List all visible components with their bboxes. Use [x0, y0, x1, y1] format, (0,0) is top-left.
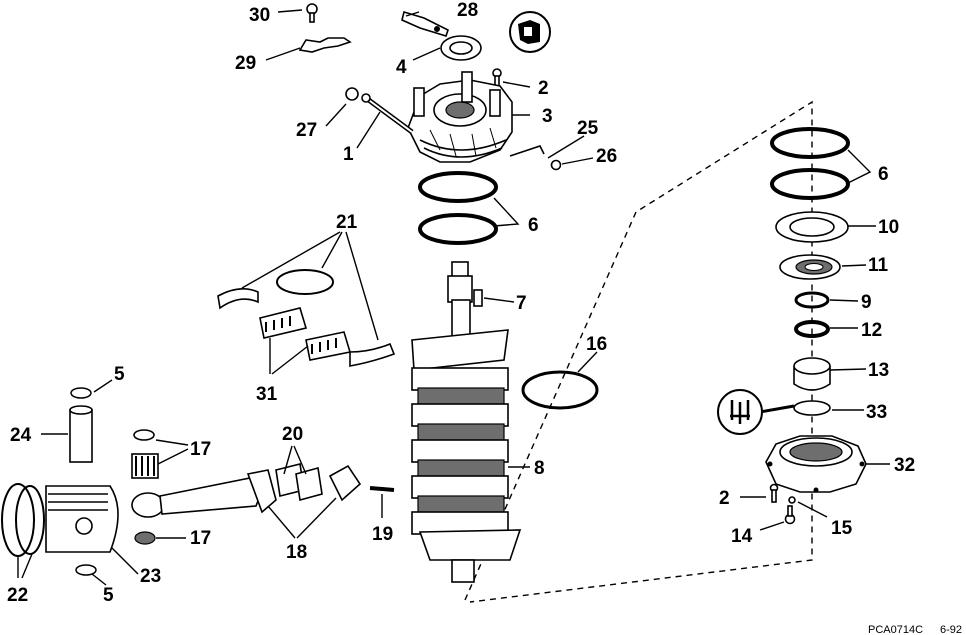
label-6-center: 6: [528, 215, 539, 236]
part-bearing-11: [779, 254, 841, 280]
label-26: 26: [596, 146, 617, 167]
label-16: 16: [586, 334, 607, 355]
label-2-top: 2: [538, 78, 549, 99]
part-clip-28: [401, 10, 449, 37]
part-seal-10: [775, 211, 849, 243]
label-29: 29: [235, 53, 256, 74]
label-17-upper: 17: [190, 439, 211, 460]
part-o-rings-6-center: [418, 171, 498, 245]
label-10: 10: [878, 217, 899, 238]
footer-code: PCA0714C: [868, 624, 923, 635]
label-32: 32: [894, 455, 915, 476]
label-1: 1: [343, 144, 354, 165]
part-nut-26: [550, 159, 562, 171]
labels: 30 28 29 4 2 3 27 1 25 26 6 6 21 10 11 7…: [7, 0, 915, 606]
label-13: 13: [868, 360, 889, 381]
part-pin-27: [345, 87, 359, 101]
label-19: 19: [372, 524, 393, 545]
label-22: 22: [7, 585, 28, 606]
part-seal-33: [759, 400, 831, 416]
part-screw-19: [369, 486, 395, 492]
part-clip-5-bottom: [75, 564, 97, 576]
label-18: 18: [286, 542, 307, 563]
label-5-bottom: 5: [103, 585, 114, 606]
label-24: 24: [10, 425, 32, 446]
label-30: 30: [249, 5, 270, 26]
label-12: 12: [861, 320, 882, 341]
label-28: 28: [457, 0, 478, 21]
label-6-right: 6: [878, 164, 889, 185]
part-bracket-29: [298, 37, 352, 53]
label-2-lower: 2: [719, 488, 730, 509]
part-seal-4: [440, 35, 482, 61]
part-ring-16: [521, 370, 599, 410]
part-cage-bearing-31: [259, 307, 352, 361]
part-screw-2-top: [492, 68, 502, 89]
label-11: 11: [868, 255, 889, 276]
part-bearing-17-upper: [131, 429, 159, 479]
service-symbol-icon: [509, 11, 551, 53]
label-15: 15: [831, 518, 853, 539]
part-clip-5-top: [70, 387, 92, 399]
part-connecting-rod-18: [131, 469, 277, 518]
label-7: 7: [516, 293, 527, 314]
part-crankshaft-8: [411, 261, 522, 583]
label-9: 9: [861, 292, 872, 313]
label-14: 14: [731, 526, 753, 547]
label-20: 20: [282, 424, 303, 445]
part-screw-14: [784, 505, 796, 525]
label-31: 31: [256, 384, 278, 405]
dashed-guide-line: [464, 100, 813, 603]
part-piston-pin-24: [69, 405, 93, 463]
label-27: 27: [296, 120, 317, 141]
part-lower-bearing-housing-32: [765, 435, 867, 493]
part-ring-9: [794, 291, 830, 309]
part-piston-23: [45, 485, 119, 553]
label-33: 33: [866, 402, 887, 423]
part-cup-13: [793, 357, 831, 391]
part-hose-25: [509, 145, 545, 157]
part-screw-30: [306, 3, 318, 23]
part-rod-bearing-20: [275, 463, 362, 502]
part-piston-rings-22: [1, 483, 45, 557]
label-5-top: 5: [114, 364, 125, 385]
label-4: 4: [396, 57, 407, 78]
part-washer-15: [788, 496, 796, 504]
label-23: 23: [140, 566, 161, 587]
label-8: 8: [534, 458, 545, 479]
label-3: 3: [542, 106, 553, 127]
part-upper-bearing-housing-3: [407, 71, 513, 163]
part-bearing-17-lower: [134, 531, 156, 545]
part-screw-2-lower: [769, 483, 779, 503]
leader-lines: [17, 9, 890, 586]
part-o-rings-6-right: [770, 127, 850, 200]
part-bearing-21: [217, 269, 396, 367]
label-17-lower: 17: [190, 528, 211, 549]
part-screw-1: [361, 93, 414, 135]
label-25: 25: [577, 118, 599, 139]
part-key-7: [473, 289, 483, 307]
service-symbol-lower-icon: [717, 389, 763, 435]
footer-date: 6-92: [940, 624, 962, 635]
part-ring-12: [794, 320, 830, 338]
label-21: 21: [336, 212, 358, 233]
